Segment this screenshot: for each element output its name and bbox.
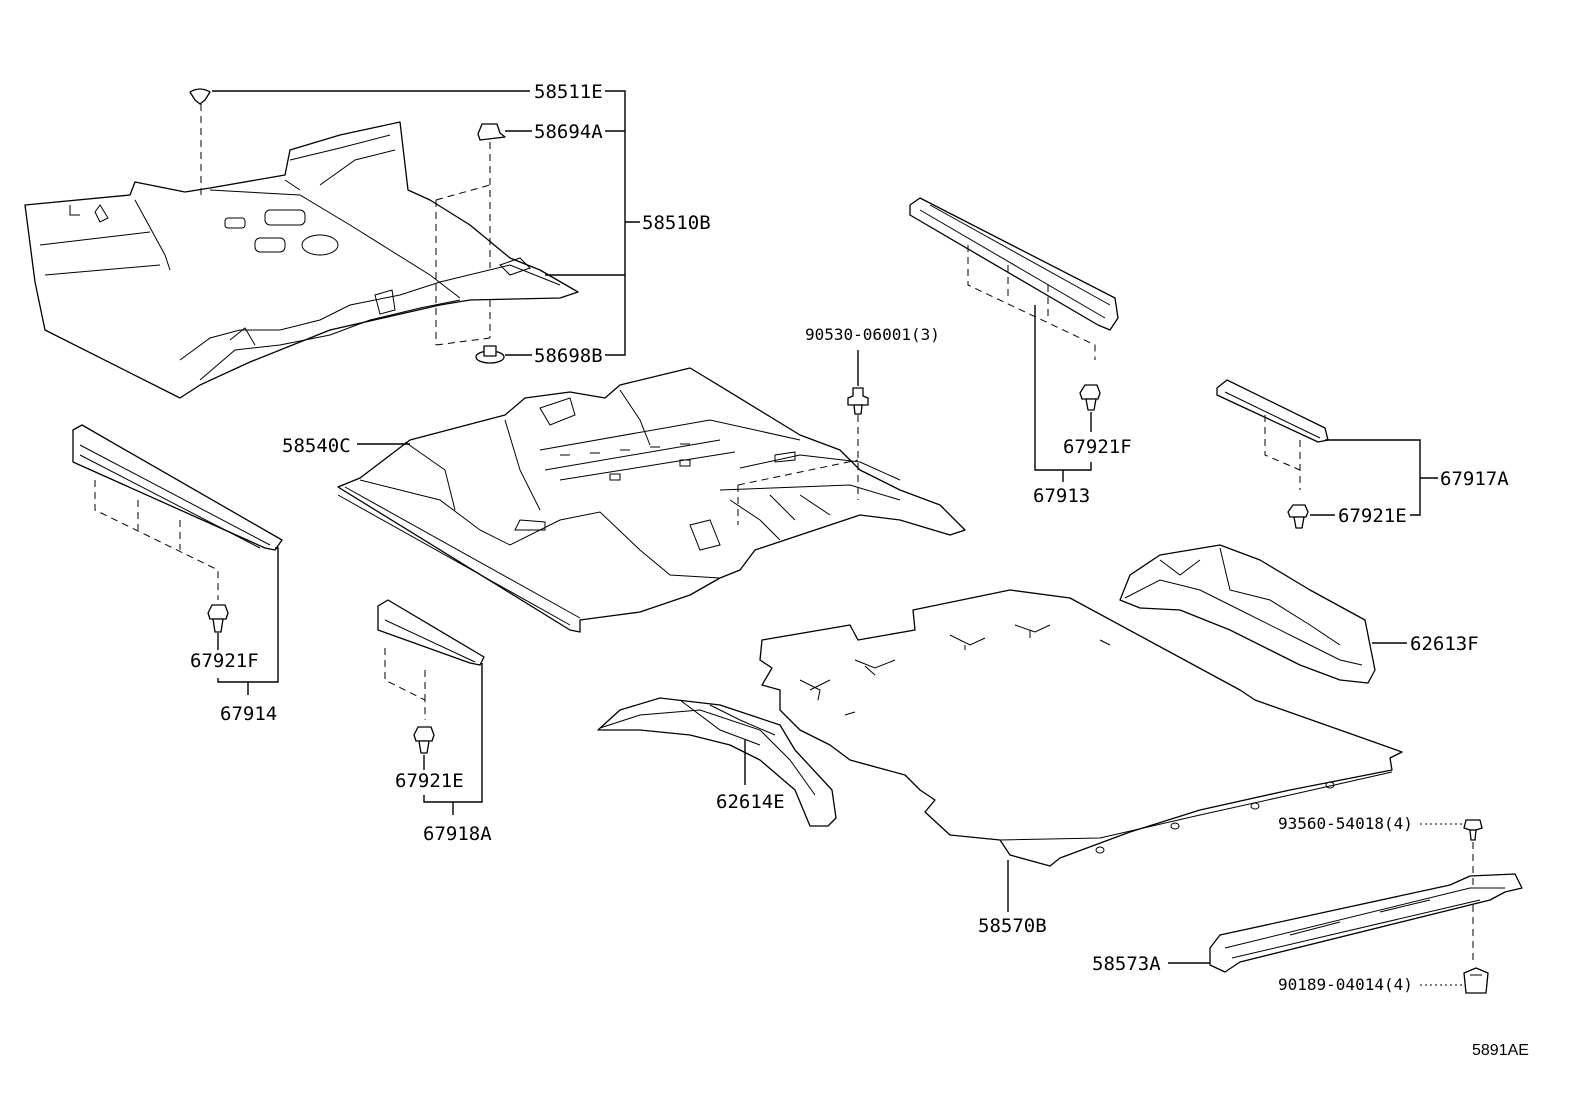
scuff-plate-67913[interactable]: [909, 197, 1119, 331]
label-62614E: 62614E: [716, 791, 785, 813]
grommet-58698B[interactable]: [475, 345, 505, 364]
label-90189-04014: 90189-04014(4): [1278, 975, 1413, 994]
label-62613F: 62613F: [1410, 633, 1479, 655]
step-plate-58573A[interactable]: [1209, 873, 1523, 973]
label-67921E-center: 67921E: [395, 770, 464, 792]
label-58511E: 58511E: [534, 81, 603, 103]
label-90530-06001: 90530-06001(3): [805, 325, 940, 344]
clip-67921E-center[interactable]: [413, 726, 435, 754]
wheel-house-cover-62614E[interactable]: [597, 697, 837, 827]
label-58570B: 58570B: [978, 915, 1047, 937]
clip-90530-06001[interactable]: [847, 387, 869, 415]
label-93560-54018: 93560-54018(4): [1278, 814, 1413, 833]
clip-58694A[interactable]: [477, 123, 506, 141]
label-67917A: 67917A: [1440, 468, 1509, 490]
label-67918A: 67918A: [423, 823, 492, 845]
label-67914: 67914: [220, 703, 277, 725]
label-67921F-left: 67921F: [190, 650, 259, 672]
clip-67921F-left[interactable]: [207, 604, 229, 633]
diagram-code: 5891AE: [1472, 1042, 1529, 1059]
screw-93560-54018[interactable]: [1463, 819, 1483, 841]
clip-67921F-upper[interactable]: [1079, 384, 1101, 411]
label-58540C: 58540C: [282, 435, 351, 457]
clip-58511E[interactable]: [189, 88, 211, 105]
label-58694A: 58694A: [534, 121, 603, 143]
scuff-plate-67914[interactable]: [72, 424, 283, 551]
scuff-plate-67918A[interactable]: [377, 599, 485, 666]
scuff-plate-67917A[interactable]: [1216, 379, 1329, 443]
front-floor-carpet[interactable]: [24, 121, 579, 399]
rear-floor-carpet[interactable]: [337, 367, 966, 633]
label-67913: 67913: [1033, 485, 1090, 507]
luggage-mat-58570B[interactable]: [759, 589, 1403, 867]
label-58698B: 58698B: [534, 345, 603, 367]
wheel-house-cover-62613F[interactable]: [1119, 544, 1376, 684]
label-67921E-right: 67921E: [1338, 505, 1407, 527]
clip-67921E-right[interactable]: [1287, 504, 1309, 529]
label-58510B: 58510B: [642, 212, 711, 234]
nut-90189-04014[interactable]: [1463, 967, 1489, 994]
label-67921F-upper: 67921F: [1063, 436, 1132, 458]
label-58573A: 58573A: [1092, 953, 1161, 975]
